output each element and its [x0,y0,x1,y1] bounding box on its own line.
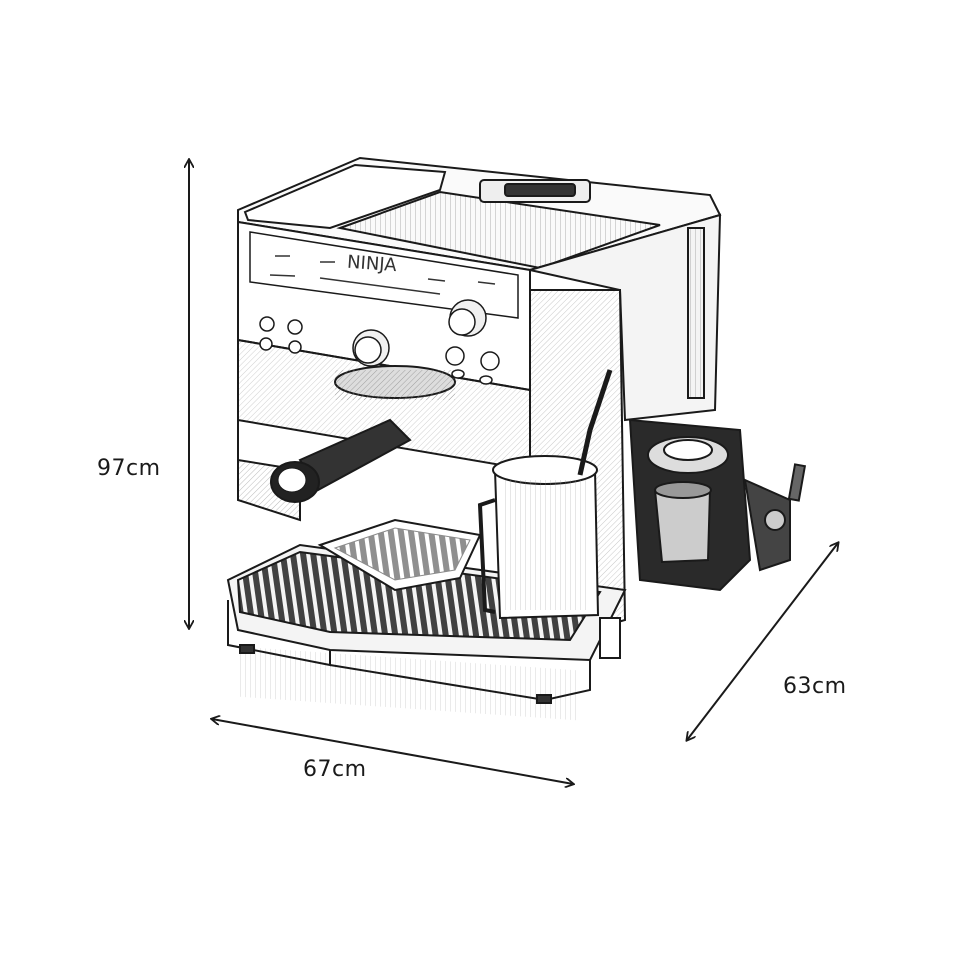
button-icon [259,316,303,354]
width-arrow [212,719,573,784]
control-panel [259,299,500,385]
espresso-machine [226,156,807,721]
depth-label: 63cm [783,674,847,699]
right-dial-icon [448,299,487,337]
panel-lines [269,255,496,295]
height-label: 97cm [97,456,161,481]
depth-arrow [687,543,838,740]
width-label: 67cm [303,757,367,782]
brand-logo: NINJA [346,252,398,276]
left-dial-icon [352,329,390,367]
